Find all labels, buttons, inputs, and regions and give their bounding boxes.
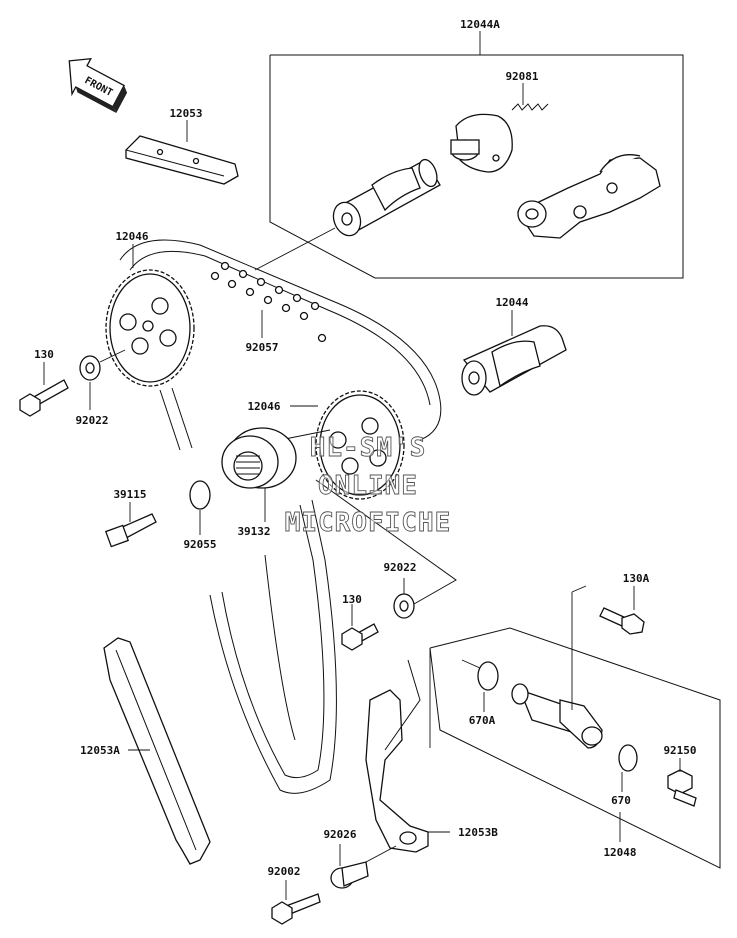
decomp-cam xyxy=(450,83,549,173)
decomp-lever xyxy=(517,154,661,239)
camshaft-exhaust xyxy=(461,310,567,396)
cam-sprocket-top xyxy=(105,244,195,387)
collar-92026 xyxy=(330,844,397,889)
watermark: HL-SM'S ONLINE MICROFICHE xyxy=(284,433,452,539)
label-12053B: 12053B xyxy=(458,826,498,839)
oring-92055 xyxy=(189,480,211,535)
label-92057: 92057 xyxy=(245,341,278,354)
crank-sprocket-39132 xyxy=(221,427,297,522)
cam-chain xyxy=(119,239,442,794)
oring-670A xyxy=(461,659,499,712)
washer-92022-left xyxy=(79,349,126,410)
label-12053: 12053 xyxy=(169,107,202,120)
watermark-line-3: MICROFICHE xyxy=(285,508,452,538)
watermark-line-2: ONLINE xyxy=(318,471,418,501)
cam-sprocket-mid xyxy=(279,390,405,500)
label-130-mid: 130 xyxy=(342,593,362,606)
chain-guide-right xyxy=(365,659,450,853)
bolt-130-left xyxy=(19,362,69,417)
tensioner-12048 xyxy=(511,585,603,749)
washer-92022-mid xyxy=(315,479,457,619)
label-92081: 92081 xyxy=(505,70,538,83)
camshaft-intake xyxy=(254,158,441,271)
oring-670 xyxy=(618,744,638,792)
label-12046-top: 12046 xyxy=(115,230,148,243)
label-92002: 92002 xyxy=(267,865,300,878)
bolt-92150 xyxy=(667,758,697,807)
label-92055: 92055 xyxy=(183,538,216,551)
label-670: 670 xyxy=(611,794,631,807)
chain-guide-top xyxy=(125,120,239,185)
label-130A: 130A xyxy=(623,572,650,585)
label-39115: 39115 xyxy=(113,488,146,501)
label-92026: 92026 xyxy=(323,828,356,841)
tensioner-box xyxy=(429,627,721,869)
chain-guide-left xyxy=(103,637,211,865)
label-12044A: 12044A xyxy=(460,18,500,31)
camshaft-assembly-box xyxy=(269,31,684,279)
label-12044: 12044 xyxy=(495,296,528,309)
label-39132: 39132 xyxy=(237,525,270,538)
label-92022-left: 92022 xyxy=(75,414,108,427)
label-92022-mid: 92022 xyxy=(383,561,416,574)
front-arrow-icon: FRONT xyxy=(68,57,128,114)
label-130-left: 130 xyxy=(34,348,54,361)
bolt-92002 xyxy=(271,880,321,925)
bolt-130-mid xyxy=(341,604,379,651)
pin-39115 xyxy=(104,502,157,548)
label-92150: 92150 xyxy=(663,744,696,757)
bolt-130A xyxy=(599,586,645,635)
label-670A: 670A xyxy=(469,714,496,727)
label-12053A: 12053A xyxy=(80,744,120,757)
watermark-line-1: HL-SM'S xyxy=(310,433,427,463)
label-12048: 12048 xyxy=(603,846,636,859)
label-12046-mid: 12046 xyxy=(247,400,280,413)
